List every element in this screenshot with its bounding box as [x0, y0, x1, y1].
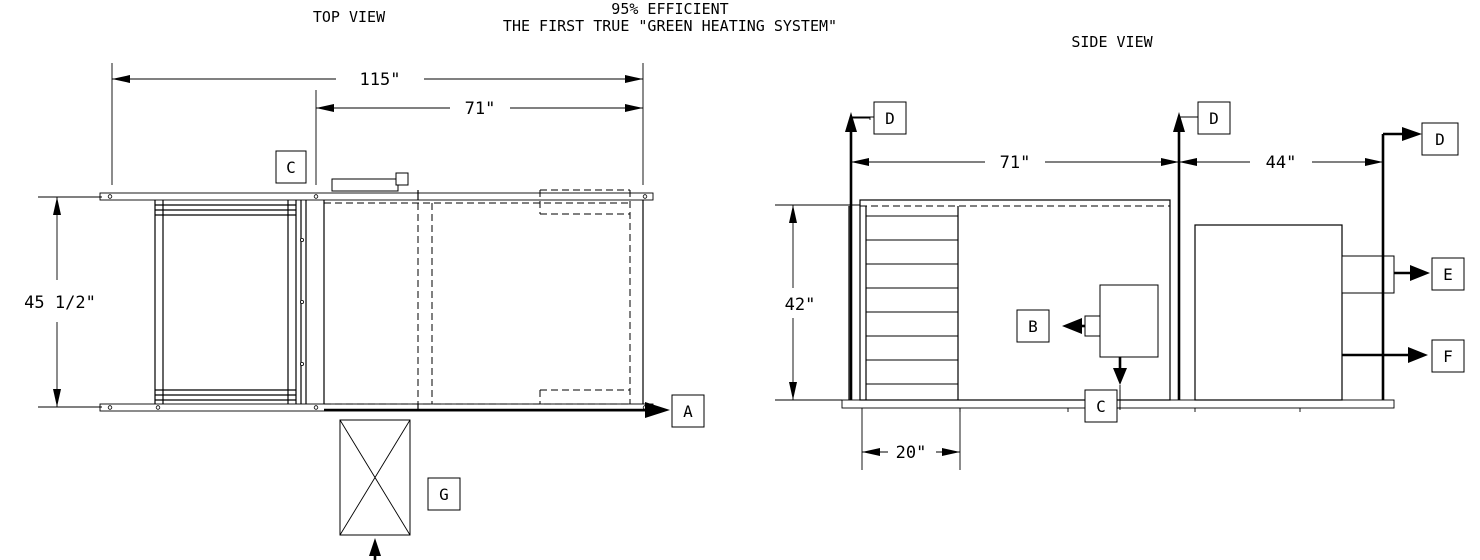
arrow-e [1410, 265, 1430, 281]
dim-width: 45 1/2" [24, 293, 96, 313]
heater-fitting [1084, 315, 1101, 337]
top-view-title: TOP VIEW [313, 8, 386, 26]
dim-44: 44" [1179, 153, 1383, 173]
equipment-attachment [1341, 255, 1395, 294]
dim-coil-length: 20" [896, 443, 927, 463]
callout-b-box [1016, 309, 1050, 343]
callout-d1-box [873, 101, 907, 135]
dim-20: 20" [861, 408, 961, 470]
side-view: 42" 20" [775, 101, 1465, 470]
callout-a-box [671, 394, 705, 428]
callout-c-top-box [275, 150, 307, 184]
dim-45-half: 45 1/2" [24, 196, 102, 408]
callout-d3-box [1421, 122, 1459, 156]
arrow-b [1062, 318, 1082, 334]
equipment-box [1194, 224, 1343, 401]
unit-body-top [324, 189, 644, 411]
callout-c-top: C [286, 158, 296, 177]
dim-overall-length: 115" [360, 70, 401, 90]
coil-section [848, 206, 959, 400]
callout-d2-box [1197, 101, 1231, 135]
callout-f-box [1431, 339, 1465, 373]
top-view: 115" 71" 45 1/2" [24, 63, 705, 560]
side-view-title: SIDE VIEW [1071, 33, 1153, 51]
arrow-f [1408, 347, 1428, 363]
arrow-a [645, 402, 670, 418]
heater-box [1099, 284, 1159, 358]
callout-d2: D [1209, 109, 1219, 128]
top-rail [99, 192, 654, 201]
base-plate [841, 399, 1395, 409]
callout-b: B [1028, 317, 1038, 336]
dim-71-side: 71" [851, 153, 1179, 173]
arrow-d2 [1173, 112, 1185, 132]
callout-g-box [427, 477, 461, 511]
callout-d1: D [885, 109, 895, 128]
callout-f: F [1443, 347, 1453, 366]
dim-height: 42" [785, 295, 816, 315]
callout-g: G [439, 485, 449, 504]
tagline-text: THE FIRST TRUE "GREEN HEATING SYSTEM" [503, 17, 837, 35]
callout-d3: D [1435, 130, 1445, 149]
dim-42: 42" [775, 204, 860, 401]
dim-115: 115" [112, 70, 643, 90]
callout-e-box [1431, 257, 1465, 291]
dim-section-length: 71" [465, 99, 496, 119]
efficiency-text: 95% EFFICIENT [611, 0, 728, 18]
callout-c-side: C [1096, 397, 1106, 416]
dim-right-length: 44" [1266, 153, 1297, 173]
inlet-arrow [369, 538, 381, 556]
filter-section [154, 200, 325, 404]
callout-e: E [1443, 265, 1453, 284]
gas-valve [331, 178, 399, 192]
valve-knob [395, 172, 409, 186]
callout-a: A [683, 402, 693, 421]
callout-c-side-box [1084, 389, 1118, 423]
dim-71-top: 71" [316, 99, 643, 119]
dim-side-section-length: 71" [1000, 153, 1031, 173]
arrow-c-side [1113, 368, 1127, 385]
arrow-d3 [1402, 127, 1422, 141]
